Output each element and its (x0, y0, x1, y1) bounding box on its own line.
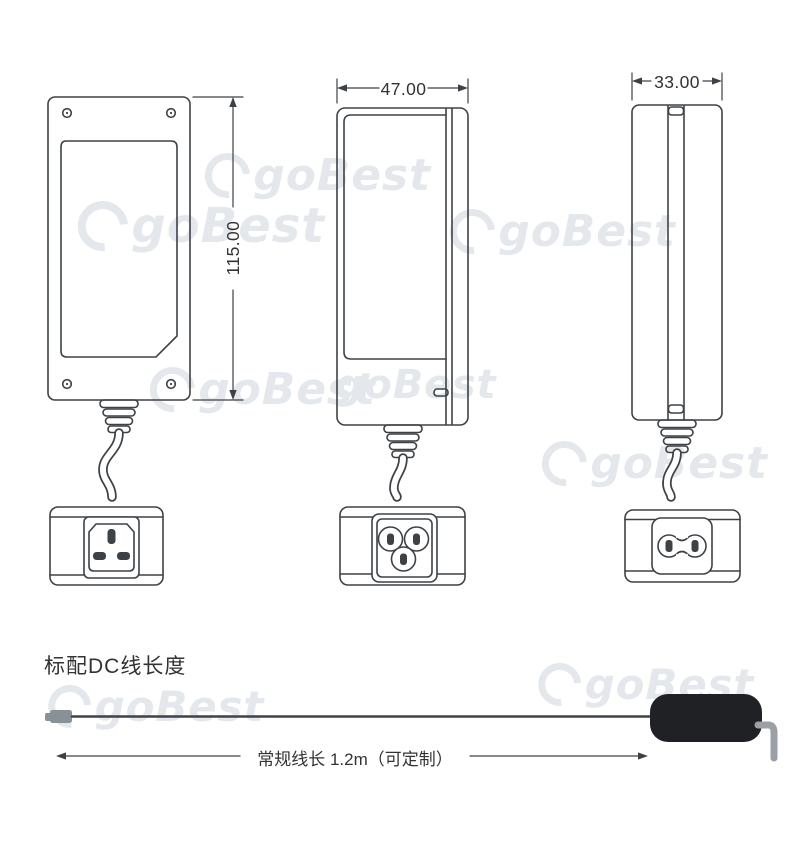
front-view-drawing (47, 96, 191, 502)
c6-pin-slot (413, 533, 420, 545)
dimension-arrow (632, 77, 642, 85)
strain-relief (99, 399, 139, 434)
watermark-text: goBest (498, 206, 676, 257)
strain-relief (383, 424, 423, 459)
watermark-text: goBest (131, 198, 326, 254)
seam-clip (667, 106, 685, 116)
adapter-edge-body (631, 104, 723, 421)
c6-pin-slot (400, 553, 407, 565)
adapter-side-recess (343, 114, 447, 360)
watermark: goBest (335, 362, 496, 408)
c8-pin-slot (691, 540, 699, 552)
cable-length-dimension (56, 752, 648, 760)
c14-pin-slot (93, 552, 106, 560)
watermark-text: goBest (94, 682, 265, 731)
front-height-dimension (192, 96, 244, 401)
watermark-text: goBest (253, 150, 431, 201)
c8-pin-slot (665, 540, 673, 552)
edge-width-dimension (631, 72, 723, 101)
c14-inlet-outline (83, 516, 140, 579)
cable-length-diagram (45, 694, 778, 762)
inlet-c6-drawing (339, 506, 466, 586)
adapter-front-label-recess (60, 140, 178, 358)
dimension-arrow (337, 84, 347, 92)
watermark: goBest (195, 143, 431, 208)
watermark: goBest (67, 191, 326, 261)
seam-clip (667, 404, 685, 414)
corner-screws (61, 107, 177, 390)
side-width-dimension (336, 78, 469, 104)
dimension-arrow (56, 752, 66, 760)
c14-pin-slot (117, 552, 130, 560)
watermark: goBest (440, 199, 676, 264)
c8-waist (676, 550, 688, 555)
watermark: goBest (140, 357, 376, 422)
dimension-arrow (638, 752, 648, 760)
power-cable (98, 428, 124, 502)
watermark: goBest (39, 675, 265, 738)
power-cable (389, 453, 408, 502)
power-cable (662, 448, 682, 502)
watermark-text: goBest (335, 362, 497, 408)
cable-end-connector (50, 710, 72, 723)
dimension-arrow (229, 97, 237, 107)
dc-plug-pin (754, 721, 778, 762)
dimension-arrow (229, 390, 237, 400)
c6-inlet-inner (376, 518, 433, 578)
c14-ground-pin-slot (107, 529, 116, 544)
watermark-text: goBest (198, 364, 376, 415)
c6-pin-slot (387, 533, 394, 545)
inlet-c14-drawing (49, 506, 164, 586)
dc-plug-body (650, 694, 762, 742)
c14-inlet-inner (88, 523, 135, 572)
side-view-drawing (336, 107, 469, 502)
inlet-c8-drawing (624, 509, 741, 583)
adapter-side-body (336, 107, 469, 426)
dimension-arrow (458, 84, 468, 92)
edge-view-drawing (631, 104, 723, 502)
c8-waist (676, 537, 688, 542)
dimension-arrow (712, 77, 722, 85)
adapter-front-body (47, 96, 191, 401)
led-indicator (433, 388, 449, 397)
strain-relief (657, 419, 697, 454)
